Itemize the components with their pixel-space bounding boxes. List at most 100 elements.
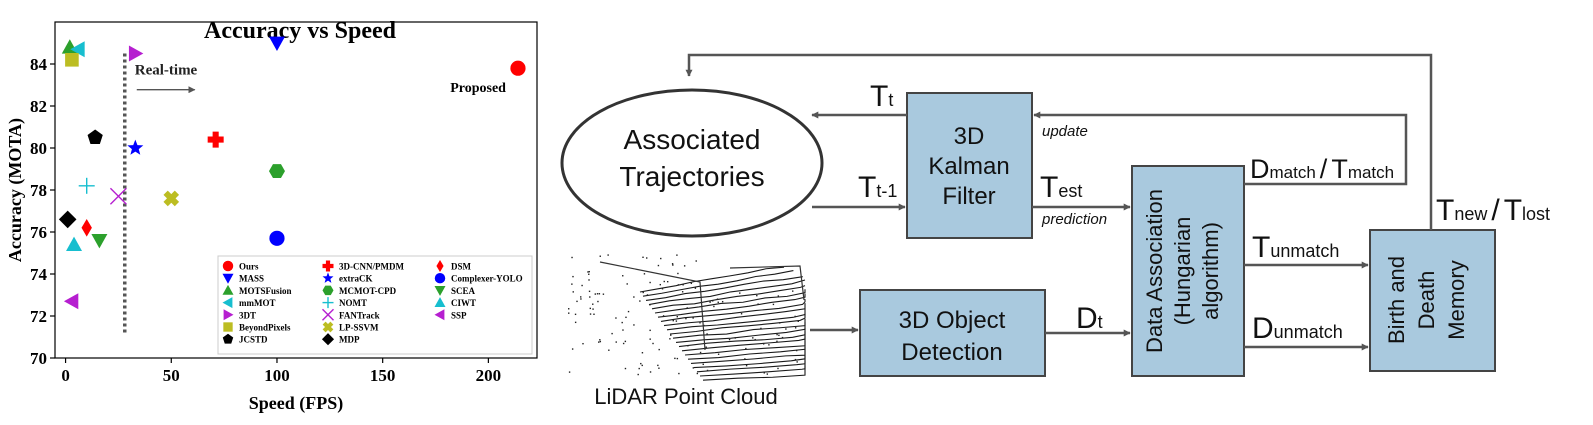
birth-death-memory-node: Birth and Death Memory — [1369, 229, 1496, 372]
pointcloud-point — [580, 298, 582, 300]
legend-marker-fantrack — [322, 308, 334, 321]
pointcloud-point — [677, 284, 680, 286]
pointcloud-point — [582, 342, 584, 345]
pointcloud-point — [734, 337, 736, 339]
pointcloud-point — [593, 313, 595, 315]
pointcloud-point — [692, 367, 695, 369]
x-tick-label: 50 — [163, 366, 180, 385]
pointcloud-point — [796, 361, 798, 363]
pointcloud-point — [772, 303, 775, 306]
pointcloud-point — [797, 320, 799, 322]
pointcloud-point — [666, 280, 669, 283]
connectors — [685, 53, 1433, 351]
x-tick-label: 150 — [370, 366, 396, 385]
pointcloud-point — [717, 353, 720, 355]
detection-label-line2: Detection — [901, 339, 1002, 366]
legend-marker-lp-ssvm — [322, 321, 334, 333]
pointcloud-point — [599, 339, 601, 341]
pointcloud-point — [669, 338, 671, 340]
kalman-label-line2: Kalman — [928, 153, 1009, 180]
pointcloud-point — [641, 352, 644, 354]
pointcloud-point — [785, 328, 787, 330]
pointcloud-point — [705, 346, 707, 348]
trajectories-label-line2: Trajectories — [619, 161, 764, 192]
pointcloud-point — [660, 257, 662, 260]
legend-marker-3dt — [223, 309, 234, 321]
label-D-match-T-match: Dmatch/Tmatch — [1250, 154, 1394, 184]
pointcloud-point — [792, 290, 794, 292]
legend-label-extrack: extraCK — [339, 274, 373, 284]
legend-marker-extrack — [322, 272, 334, 283]
pointcloud-point — [637, 373, 639, 376]
label-update: update — [1042, 123, 1088, 140]
pointcloud-point — [763, 372, 765, 374]
pointcloud-point — [676, 254, 678, 256]
association-label-line1: Data Association — [1142, 189, 1167, 353]
pointcloud-point — [626, 283, 628, 285]
pointcloud-point — [657, 364, 659, 367]
legend-marker-mass — [222, 273, 234, 284]
pointcloud-scanline — [642, 270, 794, 297]
pointcloud-point — [756, 294, 758, 297]
pointcloud-scanline — [657, 293, 806, 318]
pointcloud-point — [641, 364, 643, 367]
lidar-point-cloud-image — [566, 252, 806, 381]
kalman-filter-node: 3D Kalman Filter — [906, 92, 1033, 239]
pointcloud-point — [574, 313, 577, 316]
pointcloud-point — [670, 334, 672, 336]
legend-label-motsfusion: MOTSFusion — [239, 286, 292, 296]
pointcloud-point — [589, 296, 591, 298]
y-tick-label: 82 — [30, 97, 47, 116]
legend-marker-lp-ssvm-shape — [322, 321, 334, 333]
legend-marker-mdp — [321, 333, 335, 346]
pointcloud-point — [640, 362, 642, 365]
pointcloud-point — [776, 340, 778, 343]
point-ciwt — [66, 236, 83, 251]
pointcloud-scanline — [639, 266, 785, 293]
pointcloud-point — [633, 296, 635, 298]
legend-label-dsm: DSM — [451, 262, 472, 272]
pointcloud-point — [633, 324, 635, 326]
point-mass — [268, 36, 285, 51]
pointcloud-point — [622, 342, 625, 345]
pointcloud-point — [568, 371, 571, 373]
pointcloud-point — [757, 303, 759, 305]
pointcloud-background — [566, 252, 806, 380]
legend-label-complexer-yolo: Complexer-YOLO — [451, 274, 523, 284]
pointcloud-scanline — [660, 299, 806, 322]
pointcloud-point — [646, 294, 649, 296]
pointcloud-point — [652, 342, 654, 345]
object-detection-box — [859, 289, 1046, 377]
pointcloud-point — [597, 300, 599, 303]
birth-death-label-line1: Birth and — [1384, 256, 1409, 344]
pointcloud-point — [571, 348, 574, 350]
data-association-box — [1131, 165, 1245, 377]
label-D-unmatch: Dunmatch — [1252, 312, 1343, 345]
pointcloud-point — [717, 301, 719, 303]
pointcloud-point — [646, 257, 648, 259]
legend-marker-ssp — [434, 309, 445, 321]
pointcloud-point — [663, 280, 665, 283]
pointcloud-point — [754, 338, 756, 341]
pointcloud-point — [779, 322, 781, 324]
pointcloud-point — [762, 343, 765, 345]
legend-marker-nomt — [322, 297, 334, 309]
pointcloud-point — [683, 265, 686, 267]
legend-label-ciwt: CIWT — [451, 298, 476, 308]
pointcloud-point — [686, 307, 688, 309]
pointcloud-point — [794, 358, 797, 361]
pointcloud-point — [588, 273, 590, 275]
pointcloud-point — [794, 315, 796, 318]
pointcloud-point — [728, 338, 731, 341]
y-tick-label: 74 — [30, 265, 48, 284]
kalman-filter-box — [906, 92, 1033, 239]
pointcloud-point — [624, 367, 627, 370]
point-scea — [91, 234, 108, 249]
pointcloud-point — [687, 345, 689, 347]
pointcloud-point — [721, 300, 724, 303]
pointcloud-point — [588, 270, 590, 273]
pointcloud-point — [568, 312, 570, 314]
